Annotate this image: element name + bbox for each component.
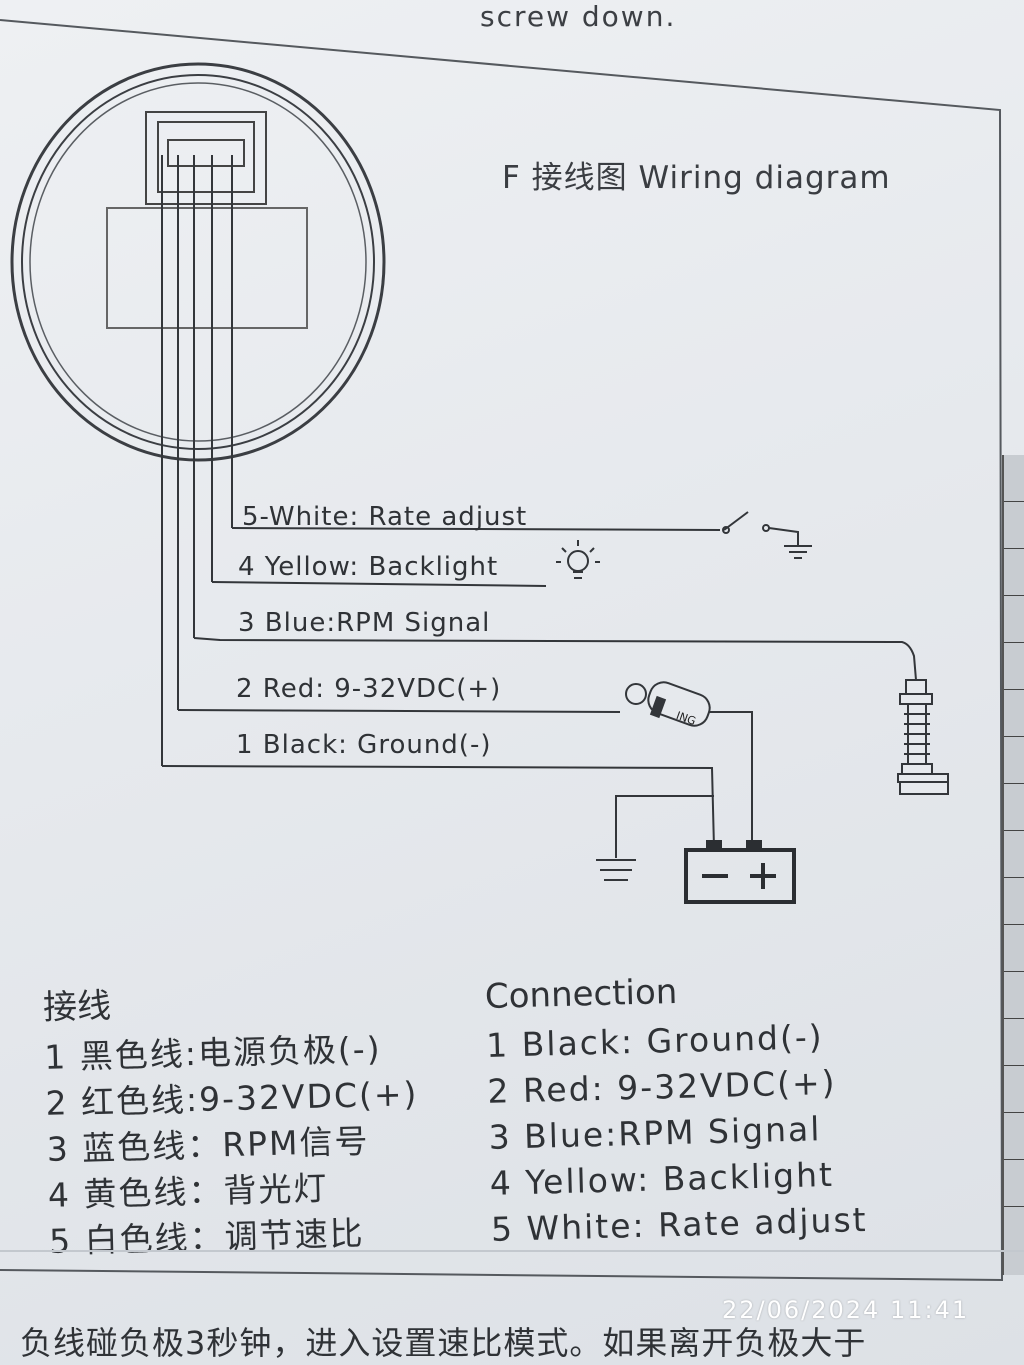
- en-connection-section: Connection 1 Black: Ground(-) 2 Red: 9-3…: [484, 967, 868, 1253]
- wire-yellow: [211, 581, 547, 587]
- ignition-key-icon: [625, 681, 711, 727]
- gauge-icon: [10, 62, 386, 462]
- sheet-outline: [0, 19, 1004, 1282]
- fold-line: [0, 1250, 1024, 1252]
- light-bulb-icon: [556, 540, 600, 579]
- wire-label-black: 1 Black: Ground(-): [236, 730, 492, 760]
- cn-connection-row: 5 白色线：调节速比: [48, 1213, 366, 1261]
- wire-label-blue: 3 Blue:RPM Signal: [238, 608, 491, 638]
- wire-blue: [193, 637, 917, 681]
- cn-connection-section: 接线 1 黑色线:电源负极(-) 2 红色线:9-32VDC(+) 3 蓝色线：…: [42, 970, 422, 1265]
- wire-bundle: [161, 155, 233, 766]
- wire-black: [161, 765, 715, 881]
- photo-timestamp: 22/06/2024 11:41: [722, 1296, 970, 1324]
- en-connection-row: 5 White: Rate adjust: [490, 1200, 869, 1249]
- cn-connection-title: 接线: [42, 986, 112, 1028]
- wire-white: [231, 511, 812, 559]
- header-text: screw down.: [480, 0, 677, 33]
- cn-connection-row: 3 蓝色线：RPM信号: [46, 1121, 370, 1169]
- wire-label-white: 5-White: Rate adjust: [242, 502, 528, 532]
- wire-label-red: 2 Red: 9-32VDC(+): [236, 674, 502, 704]
- wire-label-yellow: 4 Yellow: Backlight: [238, 552, 499, 582]
- bottom-text: 负线碰负极3秒钟，进入设置速比模式。如果离开负极大于: [20, 1324, 867, 1362]
- diagram-title: F 接线图 Wiring diagram: [502, 160, 891, 196]
- battery-icon: [684, 840, 796, 904]
- rpm-sensor-icon: [897, 679, 949, 795]
- en-connection-title: Connection: [484, 971, 678, 1017]
- wire-red: [177, 709, 753, 848]
- adjacent-page-edge: [1002, 455, 1024, 1275]
